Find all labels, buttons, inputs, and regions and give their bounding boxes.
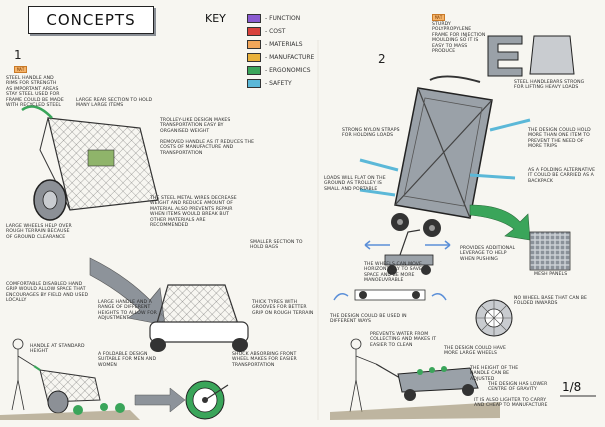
c2-note-leverage: PROVIDES ADDITIONAL LEVERAGE TO HELP WHE… — [460, 246, 522, 262]
c2-note-centre-gravity: THE DESIGN HAS LOWER CENTRE OF GRAVITY — [488, 382, 548, 393]
c2-note-backpack: AS A FOLDING ALTERNATIVE IT COULD BE CAR… — [528, 168, 598, 184]
c1-note-rear-section: LARGE REAR SECTION TO HOLD MANY LARGE IT… — [76, 98, 160, 109]
page-number: 1/8 — [562, 380, 581, 394]
c1-note-thick-tyres: THICK TYRES WITH GROOVES FOR BETTER GRIP… — [252, 300, 314, 316]
c2-note-more-items: THE DESIGN COULD HOLD MORE THAN ONE ITEM… — [528, 128, 598, 150]
wheel-detail-sketch — [186, 381, 228, 419]
concept2-top-view-sketch — [334, 290, 446, 300]
c2-note-large-wheels: THE DESIGN COULD HAVE MORE LARGE WHEELS — [444, 346, 510, 357]
c1-note-large-handle: LARGE HANDLE AND A RANGE OF DIFFERENT HE… — [98, 300, 162, 322]
mesh-panel-sketch — [530, 232, 570, 270]
green-arrow-icon — [470, 205, 530, 240]
concept2-number: 2 — [378, 52, 386, 66]
c2-note-wheel-base: NO WHEEL BASE THAT CAN BE FOLDED INWARDS — [514, 296, 596, 307]
c1-note-small-section: SMALLER SECTION TO HOLD BAGS — [250, 240, 306, 251]
c1-note-steel-wires: THE STEEL METAL WIRES DECREASE WEIGHT AN… — [150, 196, 244, 228]
e-bracket-part-sketch — [488, 36, 522, 76]
c1-note-large-wheels: LARGE WHEELS HELP OVER ROUGH TERRAIN BEC… — [6, 224, 76, 240]
wheel-tread-sketch — [476, 300, 512, 336]
c1-note-steel-handle: STEEL HANDLE AND RIMS FOR STRENGTH AS IM… — [6, 76, 64, 108]
c1-note-hand-grip: COMFORTABLE DISABLED HAND GRIP WOULD ALL… — [6, 282, 94, 304]
c2-note-different-ways: THE DESIGN COULD BE USED IN DIFFERENT WA… — [330, 314, 420, 325]
c1-note-shock-absorb: SHOCK ABSORBING FRONT WHEEL MAKES FOR EA… — [232, 352, 310, 368]
c2-note-polypropylene: STURDY POLYPROPYLENE FRAME FOR INJECTION… — [432, 22, 488, 54]
concept1-cart-sketch — [22, 106, 158, 220]
concept1-rear-view-sketch — [150, 285, 248, 352]
c2-note-water: PREVENTS WATER FROM COLLECTING AND MAKES… — [370, 332, 442, 348]
c2-note-handle-height: THE HEIGHT OF THE HANDLE CAN BE ADJUSTED — [470, 366, 530, 382]
c2-note-mesh-panels: MESH PANELS — [534, 272, 574, 277]
c1-note-foldable: A FOLDABLE DESIGN SUITABLE FOR MEN AND W… — [98, 352, 170, 368]
concept1-number: 1 — [14, 48, 22, 62]
concept2-tag-materials: MAT — [432, 14, 445, 21]
concept1-tag-materials: MAT — [14, 66, 27, 73]
c2-note-wheels-horizontal: THE WHEELS CAN MOVE HORIZONTALLY TO SAVE… — [364, 262, 438, 284]
c2-note-steel-handlebars: STEEL HANDLEBARS STRONG FOR LIFTING HEAV… — [514, 80, 592, 91]
c2-note-loads-flat: LOADS WILL FLAT ON THE GROUND AS TROLLEY… — [324, 176, 386, 192]
c2-note-nylon-straps: STRONG NYLON STRAPS FOR HOLDING LOADS — [342, 128, 408, 139]
c2-note-lighter: IT IS ALSO LIGHTER TO CARRY AND CHEAP TO… — [474, 398, 548, 409]
c1-note-trolley-design: TROLLEY-LIKE DESIGN MAKES TRANSPORTATION… — [160, 118, 238, 134]
arrow-small-icon — [135, 388, 185, 412]
side-panel-part-sketch — [530, 36, 574, 74]
c1-note-removed-handle: REMOVED HANDLE AS IT REDUCES THE COSTS O… — [160, 140, 256, 156]
c1-note-handle-height: HANDLE AT STANDARD HEIGHT — [30, 344, 90, 355]
